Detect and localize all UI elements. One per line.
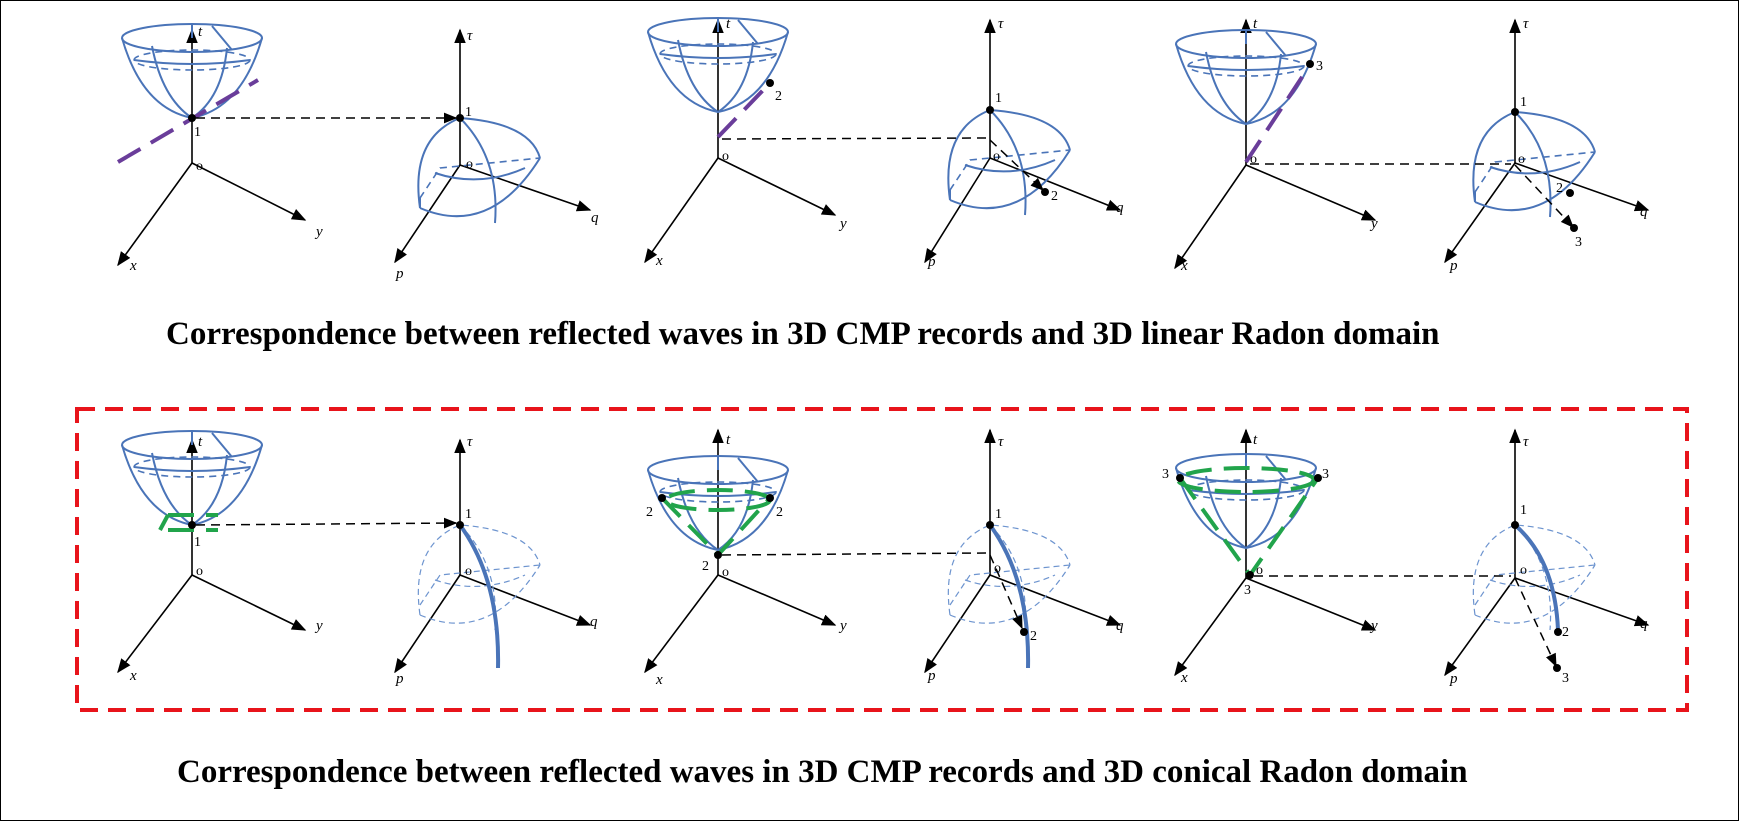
axis-label-q: q <box>591 210 599 226</box>
axis-label-x: x <box>129 258 137 274</box>
point-label: 3 <box>1162 467 1169 482</box>
caption-conical: Correspondence between reflected waves i… <box>177 754 1468 790</box>
axis-label-x: x <box>129 668 137 684</box>
point-label: 2 <box>1562 625 1569 640</box>
axis-label-p: p <box>395 671 404 687</box>
axis-label-t: t <box>726 16 731 32</box>
axis-label-y: y <box>838 618 847 634</box>
axis-label-q: q <box>1116 618 1124 634</box>
axis-label-y: y <box>1369 618 1378 634</box>
axis-origin: o <box>1520 563 1527 578</box>
point-label: 3 <box>1316 59 1323 74</box>
point-label: 1 <box>1520 95 1527 110</box>
axis-origin: o <box>993 149 1000 164</box>
axis-label-x: x <box>655 672 663 688</box>
axis-origin: o <box>722 565 729 580</box>
point-label: 2 <box>1556 181 1563 196</box>
axis-label-tau: τ <box>998 434 1004 450</box>
point-label: 2 <box>776 505 783 520</box>
axis-label-x: x <box>1180 258 1188 274</box>
axis-origin: o <box>465 564 472 579</box>
axis-origin: o <box>1250 152 1257 167</box>
axis-label-q: q <box>1640 616 1648 632</box>
axis-origin: o <box>1256 563 1263 578</box>
axis-origin: o <box>994 561 1001 576</box>
caption-linear: Correspondence between reflected waves i… <box>166 316 1440 352</box>
axis-label-q: q <box>590 614 598 630</box>
axis-label-p: p <box>927 254 936 270</box>
axis-origin: o <box>196 564 203 579</box>
axis-origin: o <box>196 159 203 174</box>
axis-label-t: t <box>1253 432 1258 448</box>
axis-label-t: t <box>198 24 203 40</box>
point-label: 3 <box>1244 583 1251 598</box>
axis-origin: o <box>722 149 729 164</box>
axis-label-x: x <box>1180 670 1188 686</box>
panel-radon-conical-3 <box>1444 428 1650 677</box>
point-label: 3 <box>1562 671 1569 686</box>
panel-cmp-conical-1 <box>117 430 307 674</box>
axis-label-y: y <box>838 216 847 232</box>
conical-highlight-box <box>75 407 1689 712</box>
panel-radon-linear-2 <box>924 18 1122 264</box>
point-label: 1 <box>995 91 1002 106</box>
axis-origin: o <box>466 157 473 172</box>
point-label: 1 <box>465 507 472 522</box>
panel-cmp-linear-1 <box>116 23 307 267</box>
panel-radon-conical-1 <box>394 438 592 674</box>
point-label: 2 <box>1030 629 1037 644</box>
axis-label-p: p <box>1449 258 1458 274</box>
point-label: 2 <box>702 559 709 574</box>
axis-label-tau: τ <box>998 16 1004 32</box>
axis-label-tau: τ <box>1523 434 1529 450</box>
point-label: 2 <box>775 89 782 104</box>
point-label: 3 <box>1322 467 1329 482</box>
axis-label-t: t <box>198 434 203 450</box>
panel-cmp-conical-3 <box>1174 428 1377 677</box>
axis-label-p: p <box>1449 671 1458 687</box>
axis-label-x: x <box>655 253 663 269</box>
point-label: 2 <box>1051 189 1058 204</box>
point-label: 3 <box>1575 235 1582 250</box>
axis-label-t: t <box>1253 16 1258 32</box>
panel-radon-conical-2 <box>924 428 1122 674</box>
panel-cmp-conical-2 <box>644 428 837 674</box>
axis-label-p: p <box>927 668 936 684</box>
point-label: 1 <box>194 535 201 550</box>
axis-label-p: p <box>395 266 404 282</box>
panel-cmp-linear-3 <box>1174 18 1377 270</box>
panel-radon-linear-3 <box>1444 18 1650 264</box>
axis-label-y: y <box>314 618 323 634</box>
panel-radon-linear-1 <box>394 28 592 264</box>
axis-label-q: q <box>1116 200 1124 216</box>
axis-label-tau: τ <box>1523 16 1529 32</box>
point-label: 2 <box>646 505 653 520</box>
point-label: 1 <box>995 507 1002 522</box>
panel-cmp-linear-2 <box>644 17 837 264</box>
axis-label-y: y <box>1369 216 1378 232</box>
point-label: 1 <box>194 125 201 140</box>
axis-label-y: y <box>314 224 323 240</box>
axis-label-tau: τ <box>467 434 473 450</box>
axis-label-q: q <box>1640 204 1648 220</box>
axis-label-t: t <box>726 432 731 448</box>
point-label: 1 <box>465 105 472 120</box>
axis-origin: o <box>1518 152 1525 167</box>
axis-label-tau: τ <box>467 28 473 44</box>
point-label: 1 <box>1520 503 1527 518</box>
